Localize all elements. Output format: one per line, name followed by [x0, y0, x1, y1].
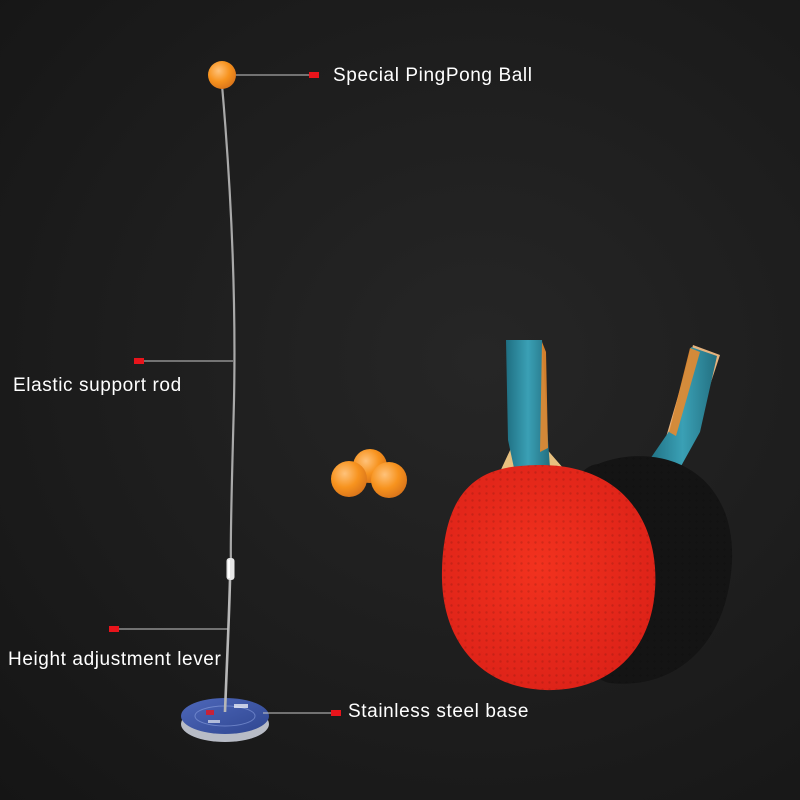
- marker-base: [331, 710, 341, 716]
- callout-base-label: Stainless steel base: [348, 701, 529, 722]
- leader-lines: [118, 74, 333, 714]
- callout-markers: [109, 72, 341, 716]
- callout-rod-label: Elastic support rod: [13, 375, 182, 396]
- marker-lever: [109, 626, 119, 632]
- height-adjustment-lever: [226, 558, 235, 580]
- stainless-steel-base: [181, 698, 269, 742]
- paddle-red: [441, 340, 656, 691]
- marker-ball: [309, 72, 319, 78]
- callout-lever-label: Height adjustment lever: [8, 649, 222, 670]
- elastic-support-rod: [220, 84, 236, 713]
- callout-ball-label: Special PingPong Ball: [333, 65, 533, 86]
- special-pingpong-ball: [208, 61, 236, 89]
- spare-balls: [331, 449, 407, 498]
- marker-rod: [134, 358, 144, 364]
